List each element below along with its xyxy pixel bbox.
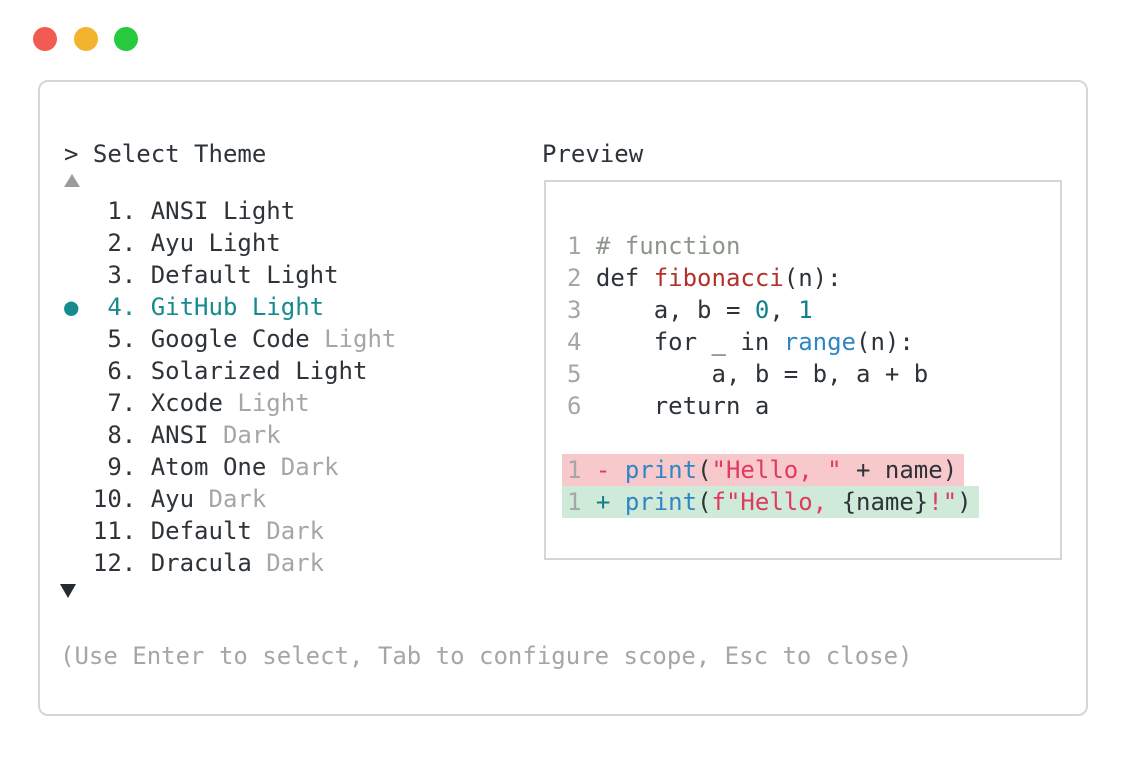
theme-name: Xcode xyxy=(150,389,223,417)
diff-line-added: 1 + print(f"Hello, {name}!") xyxy=(562,486,979,518)
preview-pane: 1 # function 2 def fibonacci(n): 3 a, b = … xyxy=(544,180,1062,560)
theme-name: Default xyxy=(150,517,252,545)
theme-list-item[interactable]: 9. Atom One Dark xyxy=(64,451,504,483)
bullet-spacer xyxy=(64,517,93,545)
theme-number: 12. xyxy=(92,549,151,577)
theme-name: Ayu Light xyxy=(150,229,281,257)
theme-number: 10. xyxy=(92,485,151,513)
minimize-button[interactable] xyxy=(74,27,98,51)
theme-name: ANSI Light xyxy=(150,197,296,225)
bullet-spacer xyxy=(64,229,93,257)
theme-name: GitHub Light xyxy=(150,293,325,321)
selected-bullet-icon: ● xyxy=(64,293,93,321)
theme-list-item[interactable]: 8. ANSI Dark xyxy=(64,419,504,451)
theme-number: 11. xyxy=(92,517,151,545)
line-number: 1 xyxy=(567,488,596,516)
theme-list-item[interactable]: 7. Xcode Light xyxy=(64,387,504,419)
theme-list-item[interactable]: 3. Default Light xyxy=(64,259,504,291)
diff-sign: - xyxy=(595,456,625,484)
theme-number: 8. xyxy=(92,421,151,449)
theme-list-item[interactable]: 10. Ayu Dark xyxy=(64,483,504,515)
theme-number: 5. xyxy=(92,325,151,353)
select-theme-prompt: > Select Theme xyxy=(64,140,267,168)
theme-list-item[interactable]: 1. ANSI Light xyxy=(64,195,504,227)
diff-sign: + xyxy=(595,488,625,516)
line-number: 6 xyxy=(567,392,596,420)
code-line: 3 a, b = 0, 1 xyxy=(567,296,813,324)
bullet-spacer xyxy=(64,325,93,353)
theme-number: 2. xyxy=(92,229,151,257)
line-number: 1 xyxy=(567,232,596,260)
line-number: 2 xyxy=(567,264,596,292)
theme-name-suffix: Light xyxy=(222,389,310,417)
bullet-spacer xyxy=(64,421,93,449)
zoom-button[interactable] xyxy=(114,27,138,51)
code-line: 5 a, b = b, a + b xyxy=(567,360,929,388)
bullet-spacer xyxy=(64,261,93,289)
bullet-spacer xyxy=(64,197,93,225)
theme-list-item[interactable]: ● 4. GitHub Light xyxy=(64,291,504,323)
scroll-down-icon xyxy=(60,584,76,598)
theme-list-item[interactable]: 6. Solarized Light xyxy=(64,355,504,387)
theme-name-suffix: Dark xyxy=(251,517,325,545)
theme-list: 1. ANSI Light 2. Ayu Light 3. Default Li… xyxy=(64,195,504,579)
bullet-spacer xyxy=(64,389,93,417)
theme-list-item[interactable]: 2. Ayu Light xyxy=(64,227,504,259)
theme-number: 1. xyxy=(92,197,151,225)
bullet-spacer xyxy=(64,453,93,481)
theme-name-suffix: Dark xyxy=(194,485,267,513)
theme-name-suffix: Dark xyxy=(208,421,281,449)
code-line: 2 def fibonacci(n): xyxy=(567,264,842,292)
line-number: 5 xyxy=(567,360,596,388)
theme-name: Atom One xyxy=(150,453,267,481)
theme-number: 7. xyxy=(92,389,151,417)
bullet-spacer xyxy=(64,549,93,577)
theme-name: Solarized Light xyxy=(150,357,368,385)
line-number: 4 xyxy=(567,328,596,356)
diff-line-removed: 1 - print("Hello, " + name) xyxy=(562,454,965,486)
theme-number: 3. xyxy=(92,261,151,289)
theme-number: 4. xyxy=(92,293,151,321)
line-number: 1 xyxy=(567,456,596,484)
line-number: 3 xyxy=(567,296,596,324)
close-button[interactable] xyxy=(33,27,57,51)
theme-list-item[interactable]: 12. Dracula Dark xyxy=(64,547,504,579)
code-line: 1 # function xyxy=(567,232,741,260)
theme-number: 9. xyxy=(92,453,151,481)
code-line: 4 for _ in range(n): xyxy=(567,328,914,356)
theme-name: Dracula xyxy=(150,549,252,577)
app-window: > Select Theme Preview 1. ANSI Light 2. … xyxy=(38,80,1088,716)
bullet-spacer xyxy=(64,357,93,385)
scroll-up-icon xyxy=(64,174,80,187)
code-block: 1 # function 2 def fibonacci(n): 3 a, b = … xyxy=(562,230,979,518)
theme-name: ANSI xyxy=(150,421,209,449)
code-blank-line xyxy=(562,422,979,454)
theme-name: Default Light xyxy=(150,261,339,289)
keyboard-hint: (Use Enter to select, Tab to configure s… xyxy=(60,642,913,670)
theme-list-item[interactable]: 11. Default Dark xyxy=(64,515,504,547)
code-line: 6 return a xyxy=(567,392,770,420)
theme-number: 6. xyxy=(92,357,151,385)
theme-name-suffix: Light xyxy=(309,325,397,353)
theme-name: Ayu xyxy=(150,485,195,513)
preview-title: Preview xyxy=(542,140,644,168)
theme-name: Google Code xyxy=(150,325,310,353)
theme-list-item[interactable]: 5. Google Code Light xyxy=(64,323,504,355)
bullet-spacer xyxy=(64,485,93,513)
theme-name-suffix: Dark xyxy=(251,549,325,577)
theme-name-suffix: Dark xyxy=(266,453,339,481)
